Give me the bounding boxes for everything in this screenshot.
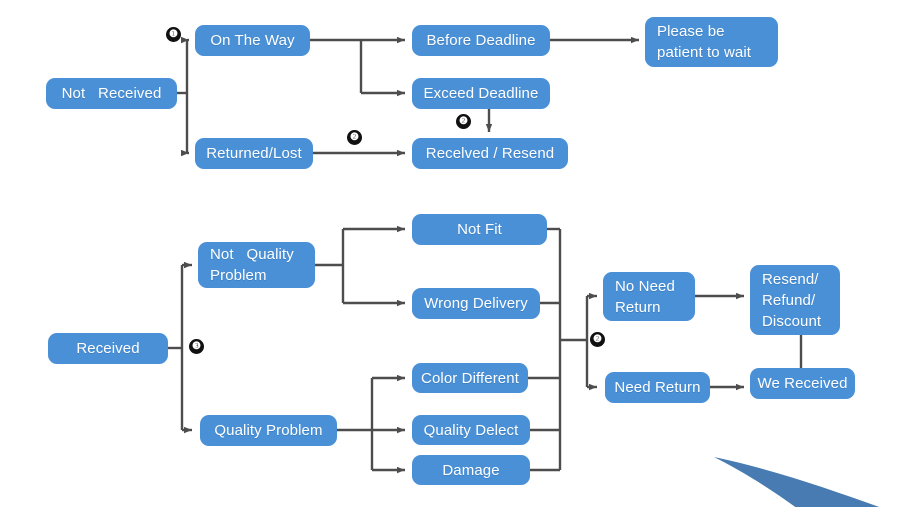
step-marker-2-return-branch: ❷ (590, 332, 605, 347)
node-we-received[interactable]: We Received (750, 368, 855, 399)
step-marker-3: ❸ (189, 339, 204, 354)
node-not-quality-problem[interactable]: Not Quality Problem (198, 242, 315, 288)
node-received[interactable]: Received (48, 333, 168, 364)
node-no-need-return[interactable]: No Need Return (603, 272, 695, 321)
node-quality-problem[interactable]: Quality Problem (200, 415, 337, 446)
node-wrong-delivery[interactable]: Wrong Delivery (412, 288, 540, 319)
step-marker-2-returned: ❷ (347, 130, 362, 145)
decorative-swoosh (714, 457, 880, 507)
step-marker-1: ❶ (166, 27, 181, 42)
node-resend-refund-discount[interactable]: Resend/ Refund/ Discount (750, 265, 840, 335)
node-color-different[interactable]: Color Different (412, 363, 528, 393)
node-need-return[interactable]: Need Return (605, 372, 710, 403)
node-not-fit[interactable]: Not Fit (412, 214, 547, 245)
node-recelved-resend[interactable]: Recelved / Resend (412, 138, 568, 169)
node-returned-lost[interactable]: Returned/Lost (195, 138, 313, 169)
node-not-received[interactable]: Not Received (46, 78, 177, 109)
node-quality-delect[interactable]: Quality Delect (412, 415, 530, 445)
node-on-the-way[interactable]: On The Way (195, 25, 310, 56)
node-exceed-deadline[interactable]: Exceed Deadline (412, 78, 550, 109)
node-before-deadline[interactable]: Before Deadline (412, 25, 550, 56)
node-please-be-patient[interactable]: Please be patient to wait (645, 17, 778, 67)
node-damage[interactable]: Damage (412, 455, 530, 485)
step-marker-2-exceed: ❷ (456, 114, 471, 129)
